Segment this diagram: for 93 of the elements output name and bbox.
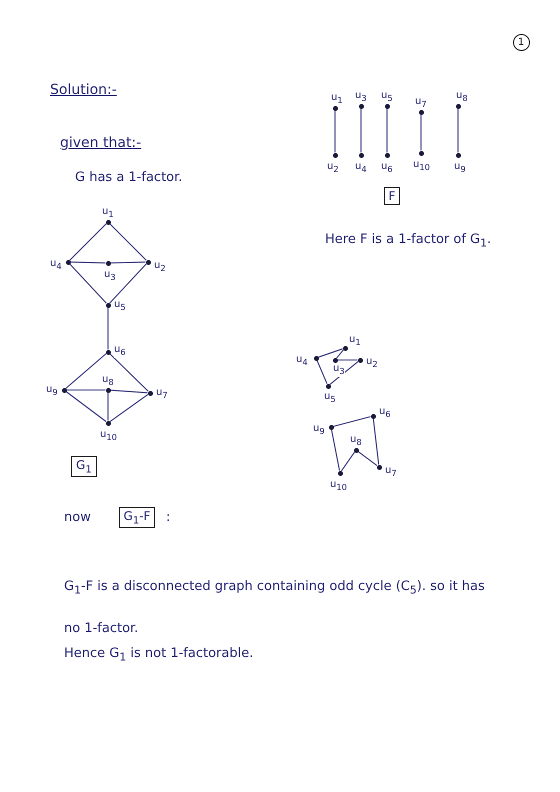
boxed-label: F bbox=[384, 187, 400, 205]
graph-edge bbox=[340, 452, 356, 472]
graph-vertex bbox=[106, 350, 110, 354]
graph-vertex bbox=[358, 358, 362, 362]
boxed-label: G$_{1}$ bbox=[71, 456, 97, 477]
vertex-label: u$_{3}$ bbox=[104, 269, 116, 283]
graph-vertex bbox=[342, 346, 348, 350]
vertex-label: u$_{6}$ bbox=[381, 161, 393, 175]
graph-edge bbox=[109, 353, 149, 392]
vertex-label: u$_{3}$ bbox=[355, 90, 367, 104]
statement-text: G has a 1-factor. bbox=[75, 170, 182, 185]
vertex-label: u$_{9}$ bbox=[454, 161, 466, 175]
text: now bbox=[64, 510, 91, 525]
graph-vertex bbox=[106, 260, 110, 266]
graph-vertex bbox=[66, 260, 70, 264]
conclusion-text: G$_{1}$-F is a disconnected graph containing odd cycle (C$_{5}$). so it has no 1-factor. bbox=[64, 578, 486, 638]
graph-edge bbox=[336, 350, 344, 358]
graph-edge bbox=[70, 262, 106, 264]
vertex-label: u$_{6}$ bbox=[114, 344, 126, 358]
vertex-label: u$_{5}$ bbox=[114, 299, 126, 313]
boxed-label: G$_{1}$-F bbox=[118, 506, 156, 528]
graph-vertex bbox=[332, 358, 338, 362]
vertex-label: u$_{6}$ bbox=[379, 406, 391, 420]
graph-edge bbox=[372, 418, 380, 465]
graph-edge bbox=[66, 353, 106, 389]
graph-vertex bbox=[456, 152, 460, 158]
graph-edge bbox=[109, 223, 147, 261]
graph-vertex bbox=[326, 384, 330, 388]
graph-edge bbox=[338, 359, 358, 361]
graph-edge bbox=[69, 263, 107, 304]
vertex-label: u$_{8}$ bbox=[102, 374, 114, 388]
graph-vertex bbox=[376, 464, 382, 470]
graph-edge bbox=[110, 394, 148, 422]
vertex-label: u$_{4}$ bbox=[50, 258, 62, 272]
graph-vertex bbox=[314, 356, 318, 360]
graph-edge bbox=[457, 108, 459, 152]
graph-edge bbox=[334, 110, 336, 152]
graph-vertex bbox=[332, 152, 338, 158]
graph-vertex bbox=[62, 388, 66, 392]
graph-edge bbox=[333, 416, 371, 427]
graph-edge bbox=[110, 390, 148, 394]
graph-edge bbox=[109, 263, 147, 304]
vertex-label: u$_{2}$ bbox=[366, 356, 378, 370]
graph-edge bbox=[107, 392, 109, 420]
vertex-label: u$_{1}$ bbox=[349, 334, 361, 348]
graph-edge bbox=[330, 429, 340, 471]
graph-vertex bbox=[338, 470, 342, 476]
graph-edge bbox=[66, 389, 106, 391]
page-number: 1 bbox=[512, 34, 530, 50]
vertex-label: u$_{4}$ bbox=[355, 161, 367, 175]
graph-vertex bbox=[106, 302, 110, 308]
graph-edge bbox=[69, 223, 107, 261]
vertex-label: u$_{7}$ bbox=[156, 387, 168, 401]
vertex-label: u$_{10}$ bbox=[413, 159, 430, 173]
vertex-label: u$_{7}$ bbox=[385, 465, 397, 479]
vertex-label: u$_{3}$ bbox=[333, 363, 345, 377]
vertex-label: u$_{8}$ bbox=[456, 90, 468, 104]
graph-vertex bbox=[148, 390, 152, 396]
vertex-label: u$_{5}$ bbox=[381, 90, 393, 104]
graph-vertex bbox=[328, 424, 334, 430]
vertex-label: u$_{8}$ bbox=[350, 434, 362, 448]
vertex-label: u$_{9}$ bbox=[46, 384, 58, 398]
graph-edge bbox=[107, 308, 109, 350]
graph-edge bbox=[110, 262, 146, 264]
vertex-label: u$_{7}$ bbox=[415, 96, 427, 110]
graph-vertex bbox=[358, 152, 364, 158]
graph-vertex bbox=[106, 420, 110, 426]
graph-vertex bbox=[146, 260, 150, 264]
vertex-label: u$_{2}$ bbox=[327, 161, 339, 175]
graph-edge bbox=[316, 360, 328, 384]
vertex-label: u$_{10}$ bbox=[100, 429, 117, 443]
vertex-label: u$_{10}$ bbox=[330, 479, 347, 493]
graph-edge bbox=[330, 361, 358, 385]
vertex-label: u$_{1}$ bbox=[102, 206, 114, 220]
statement-text: Here F is a 1-factor of G$_{1}$. bbox=[325, 232, 492, 250]
graph-edge bbox=[386, 108, 388, 152]
text: : bbox=[166, 510, 170, 525]
graph-vertex bbox=[418, 150, 424, 156]
graph-edge bbox=[358, 451, 378, 466]
graph-edge bbox=[66, 391, 106, 422]
graph-edge bbox=[318, 348, 343, 358]
graph-edge bbox=[420, 114, 422, 150]
vertex-label: u$_{9}$ bbox=[313, 423, 325, 437]
vertex-label: u$_{2}$ bbox=[154, 260, 166, 274]
section-heading: Solution:- bbox=[50, 82, 117, 98]
graph-vertex bbox=[370, 414, 376, 418]
subheading: given that:- bbox=[60, 135, 142, 151]
vertex-label: u$_{1}$ bbox=[331, 92, 343, 106]
vertex-label: u$_{4}$ bbox=[296, 354, 308, 368]
conclusion-text: Hence G$_{1}$ is not 1-factorable. bbox=[64, 646, 254, 664]
graph-edge bbox=[360, 108, 362, 152]
graph-vertex bbox=[384, 152, 390, 158]
vertex-label: u$_{5}$ bbox=[324, 391, 336, 405]
